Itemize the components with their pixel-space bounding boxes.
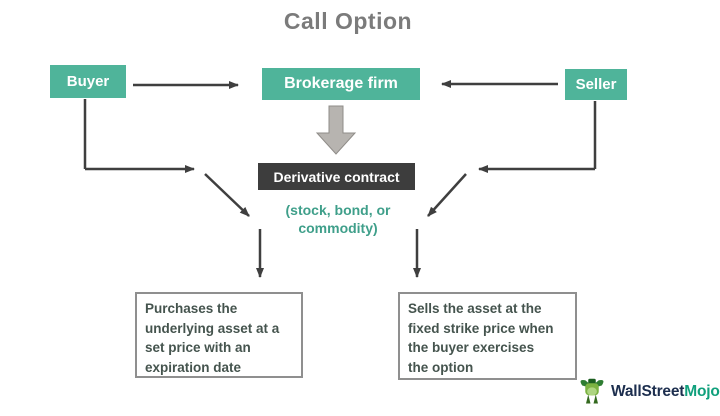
buyer-action-line1: Purchases the: [145, 301, 238, 316]
brokerage-firm-label: Brokerage firm: [284, 75, 398, 92]
seller-node: Seller: [565, 69, 627, 100]
buyer-label: Buyer: [66, 73, 110, 90]
derivative-note: (stock, bond, or commodity): [248, 201, 428, 237]
derivative-contract-node: Derivative contract: [258, 163, 415, 190]
seller-action-line1: Sells the asset at the: [408, 301, 542, 316]
buyer-node: Buyer: [50, 65, 126, 98]
derivative-note-line1: (stock, bond, or: [285, 202, 391, 218]
bull-icon: [580, 378, 604, 404]
wallstreetmojo-logo: WallStreetMojo: [577, 375, 720, 408]
logo-text-wallstreet: WallStreet: [611, 382, 685, 400]
block-arrow-down-icon: [315, 105, 357, 155]
page-title: Call Option: [283, 8, 413, 34]
buyer-action-line3: set price with an: [145, 340, 251, 355]
arrow-seller-elbow-diagonal: [427, 173, 467, 217]
buyer-action-line4: expiration date: [145, 359, 242, 375]
seller-action-line4: the option: [408, 359, 474, 375]
derivative-contract-label: Derivative contract: [273, 168, 400, 185]
seller-action-box: Sells the asset at the fixed strike pric…: [398, 292, 577, 380]
derivative-note-line2: commodity): [298, 220, 378, 236]
seller-label: Seller: [575, 76, 617, 93]
logo-text-mojo: Mojo: [684, 382, 720, 400]
seller-action-line2: fixed strike price when: [408, 320, 554, 336]
brokerage-firm-node: Brokerage firm: [262, 68, 420, 100]
logo-wordmark: WallStreetMojo: [611, 383, 720, 401]
arrow-buyer-elbow-diagonal: [204, 173, 250, 217]
seller-action-line3: the buyer exercises: [408, 340, 535, 355]
buyer-action-line2: underlying asset at a: [145, 320, 280, 336]
buyer-action-box: Purchases the underlying asset at a set …: [135, 292, 303, 378]
